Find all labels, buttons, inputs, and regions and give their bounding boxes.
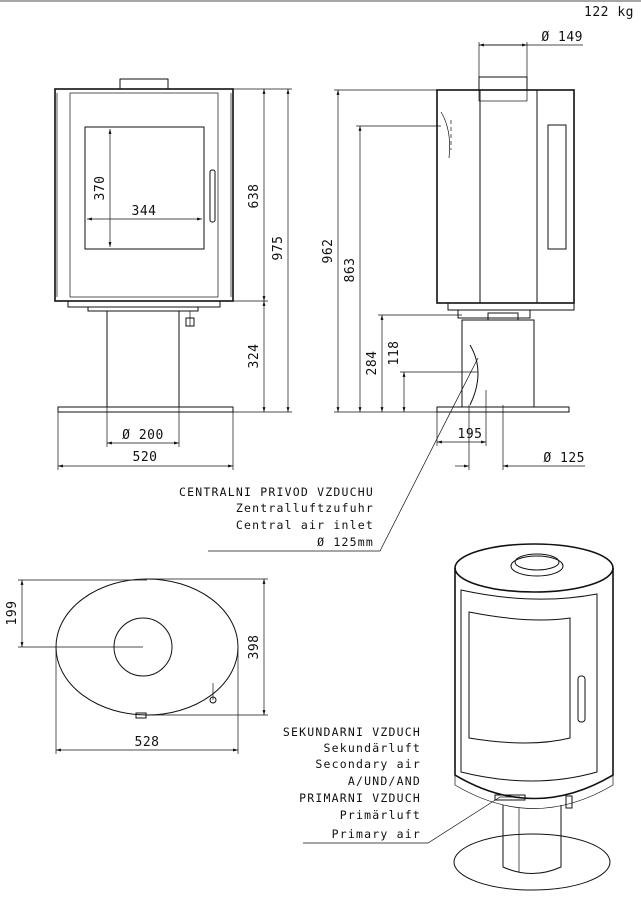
air-note-line-4: A/UND/AND: [348, 774, 421, 788]
front-body: [54, 88, 234, 302]
side-outlet: [478, 76, 528, 91]
dim-side-total-height: 962: [321, 239, 336, 264]
dim-base-width: 520: [133, 450, 158, 465]
dim-outlet-diameter: Ø 149: [541, 30, 583, 45]
air-note-leader: [303, 796, 501, 844]
front-base: [57, 406, 234, 413]
air-note-line-1: SEKUNDARNI VZDUCH: [283, 725, 421, 739]
weight-label: 122 kg: [584, 5, 634, 20]
air-note-line-6: Primärluft: [340, 808, 421, 822]
dim-total-height: 975: [271, 236, 286, 261]
dim-side-body-height: 863: [343, 258, 358, 283]
side-body: [436, 89, 575, 304]
iso-pedestal: [502, 805, 562, 874]
central-air-line-2: Zentralluftzufuhr: [236, 501, 374, 515]
top-view: 199 398 528: [5, 578, 268, 754]
central-air-leader: [208, 357, 479, 552]
central-air-diameter: Ø 125mm: [317, 535, 374, 549]
front-flue-collar: [119, 78, 169, 90]
front-pedestal: [106, 310, 180, 408]
air-note-line-2: Sekundärluft: [324, 741, 421, 755]
side-window: [547, 124, 567, 250]
dim-top-depth: 398: [247, 635, 262, 660]
central-air-note: CENTRALNI PRIVOD VZDUCHU Zentralluftzufu…: [179, 357, 479, 552]
front-view: 370 344 638 975 324 Ø 200 520: [54, 78, 292, 470]
side-pedestal: [461, 319, 535, 408]
perspective-view: [453, 543, 614, 891]
dim-glass-height: 370: [93, 176, 108, 201]
dim-inlet-diameter: Ø 125: [543, 451, 585, 466]
air-note-line-5: PRIMARNI VZDUCH: [299, 791, 421, 805]
iso-base: [453, 833, 611, 891]
iso-body: [454, 568, 614, 800]
dim-top-width: 528: [135, 735, 160, 750]
dim-pedestal-height: 324: [247, 344, 262, 369]
front-lower-plate: [67, 300, 221, 308]
dim-inlet-height: 284: [365, 351, 380, 376]
central-air-line-3: Central air inlet: [236, 518, 374, 532]
air-note: SEKUNDARNI VZDUCH Sekundärluft Secondary…: [283, 725, 501, 844]
dim-flue-diameter: Ø 200: [122, 428, 164, 443]
side-view: Ø 149 962 863 284 118 195 Ø 125: [321, 30, 585, 470]
air-note-line-7: Primary air: [332, 827, 421, 841]
dim-inlet-offset: 195: [458, 427, 483, 442]
iso-top: [454, 543, 614, 593]
iso-door: [460, 589, 598, 782]
front-glass: [84, 126, 205, 250]
iso-handle: [577, 675, 586, 723]
dim-inlet-center: 118: [387, 341, 402, 366]
dim-glass-width: 344: [132, 204, 157, 219]
air-note-line-3: Secondary air: [315, 757, 421, 771]
iso-glass: [468, 611, 571, 744]
dim-top-flue-offset: 199: [5, 601, 20, 626]
front-door: [69, 92, 219, 298]
central-air-line-1: CENTRALNI PRIVOD VZDUCHU: [179, 485, 374, 499]
dim-body-height: 638: [247, 184, 262, 209]
front-handle: [209, 169, 216, 223]
